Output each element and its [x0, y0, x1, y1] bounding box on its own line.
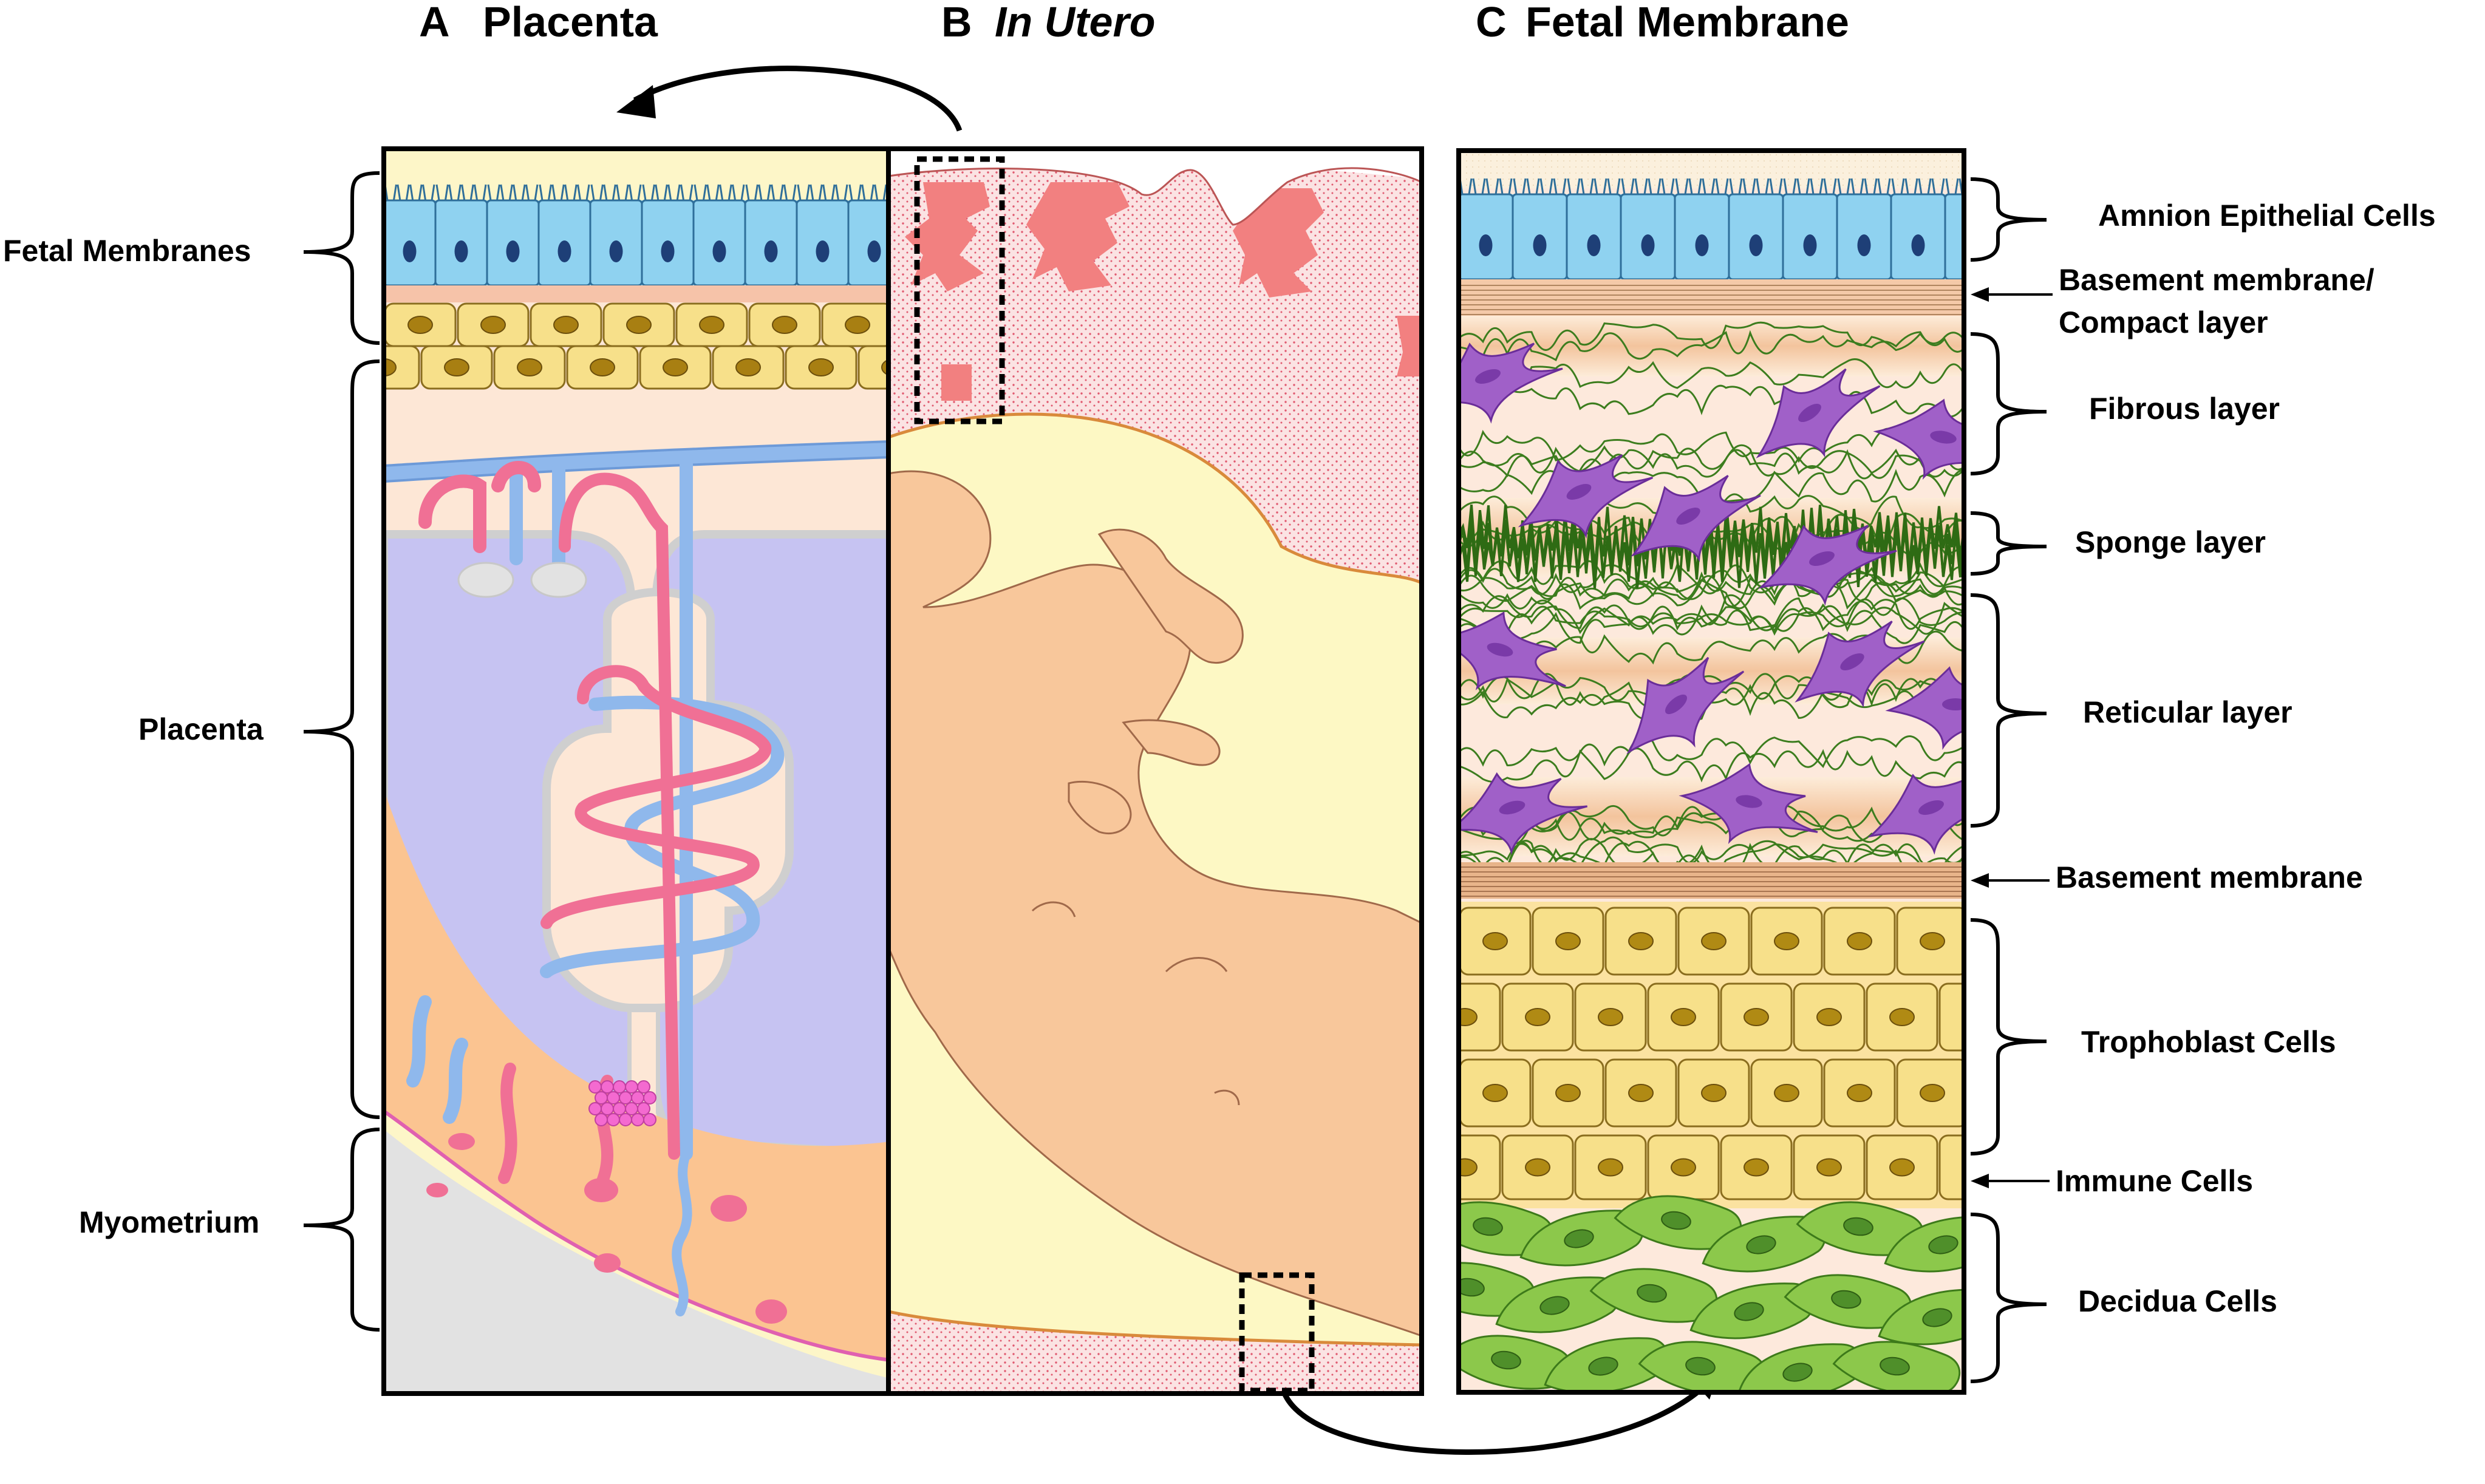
panel-c-fetal-membrane	[1459, 151, 1964, 1392]
panel-a-placenta	[384, 149, 890, 1394]
basement-membrane-lines	[1459, 866, 1964, 897]
right-annotations: Amnion Epithelial Cells Basement membran…	[1970, 177, 2436, 1383]
arrow-to-placenta	[633, 66, 963, 132]
left-annotations: Fetal Membranes Placenta Myometrium	[3, 171, 380, 1332]
arrowhead-left	[616, 85, 656, 118]
panel-b-frame	[886, 146, 1424, 1396]
zoom-box-fetal-membrane	[1239, 1272, 1315, 1394]
panel-c-frame	[1456, 148, 1966, 1395]
myometrium-blobs	[426, 1133, 787, 1324]
connector-arrows	[633, 66, 1709, 1455]
label-placenta: Placenta	[138, 712, 264, 746]
label-decidua: Decidua Cells	[2078, 1284, 2277, 1318]
label-basement: Basement membrane	[2056, 860, 2363, 894]
label-amnion: Amnion Epithelial Cells	[2098, 199, 2436, 233]
label-sponge: Sponge layer	[2075, 525, 2266, 559]
amnion-cells-c	[1459, 178, 1964, 281]
panel-titles: A Placenta B In Utero C Fetal Membrane	[419, 0, 1849, 46]
cotyledons	[905, 182, 1422, 401]
arrow-to-fetal-membrane	[1278, 1378, 1709, 1455]
label-immune: Immune Cells	[2056, 1164, 2253, 1198]
cell-cluster	[588, 1080, 656, 1126]
label-trophoblast: Trophoblast Cells	[2081, 1025, 2336, 1059]
label-myometrium: Myometrium	[79, 1205, 259, 1239]
label-basement-compact-1: Basement membrane/	[2059, 263, 2374, 297]
fetus-face-lines	[1031, 901, 1240, 1106]
fibroblast-cells	[1459, 342, 1964, 855]
title-a-name: Placenta	[483, 0, 658, 46]
right-pointer-arrows	[1983, 293, 2053, 1182]
trophoblast-cells-a	[384, 302, 890, 390]
right-arrowheads	[1971, 287, 1989, 1188]
label-fibrous: Fibrous layer	[2089, 392, 2280, 426]
label-reticular: Reticular layer	[2083, 695, 2292, 729]
collagen-fibers	[1459, 321, 1964, 874]
amnion-cells-a	[384, 184, 890, 287]
sponge-fibers	[1459, 504, 1964, 589]
decidua-cells	[1459, 1195, 1964, 1392]
veins-a	[384, 440, 890, 1316]
left-braces	[303, 171, 380, 1332]
title-b-letter: B	[941, 0, 972, 46]
title-a-letter: A	[419, 0, 450, 46]
panel-b-in-utero	[888, 149, 1422, 1394]
title-c-letter: C	[1476, 0, 1507, 46]
title-b-name: In Utero	[995, 0, 1155, 46]
grey-lobes	[457, 562, 587, 598]
trophoblast-cells-c	[1459, 907, 1964, 1200]
arteries-a	[418, 461, 772, 1190]
label-basement-compact-2: Compact layer	[2059, 305, 2268, 339]
label-fetal-membranes: Fetal Membranes	[3, 234, 251, 268]
title-c-name: Fetal Membrane	[1525, 0, 1849, 46]
fetus	[888, 470, 1422, 1337]
compact-layer-lines	[1459, 285, 1964, 315]
right-braces	[1970, 177, 2047, 1383]
